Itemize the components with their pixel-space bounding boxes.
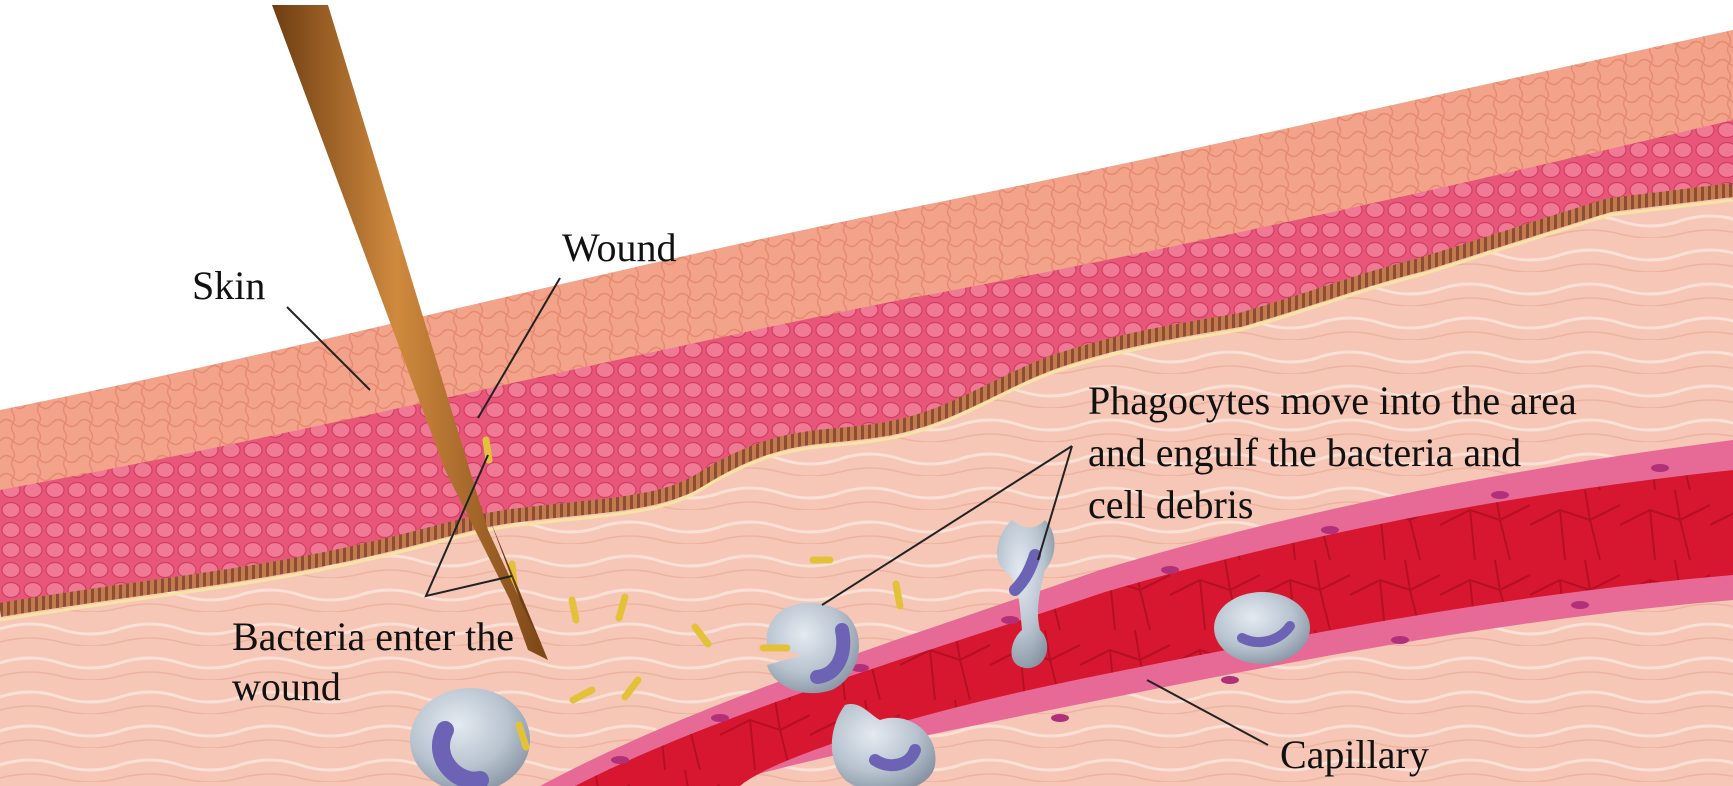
phagocytes-label-line3: cell debris — [1088, 480, 1254, 530]
skin-label: Skin — [192, 261, 265, 311]
phagocytes-label-line2: and engulf the bacteria and — [1088, 428, 1521, 478]
bacteria-label-line2: wound — [232, 662, 341, 712]
phagocytes-label-line1: Phagocytes move into the area — [1088, 376, 1577, 426]
bacteria-label-line1: Bacteria enter the — [232, 612, 514, 662]
wound-label: Wound — [562, 223, 677, 273]
phagocyte — [1214, 592, 1310, 664]
capillary-label: Capillary — [1280, 730, 1429, 780]
